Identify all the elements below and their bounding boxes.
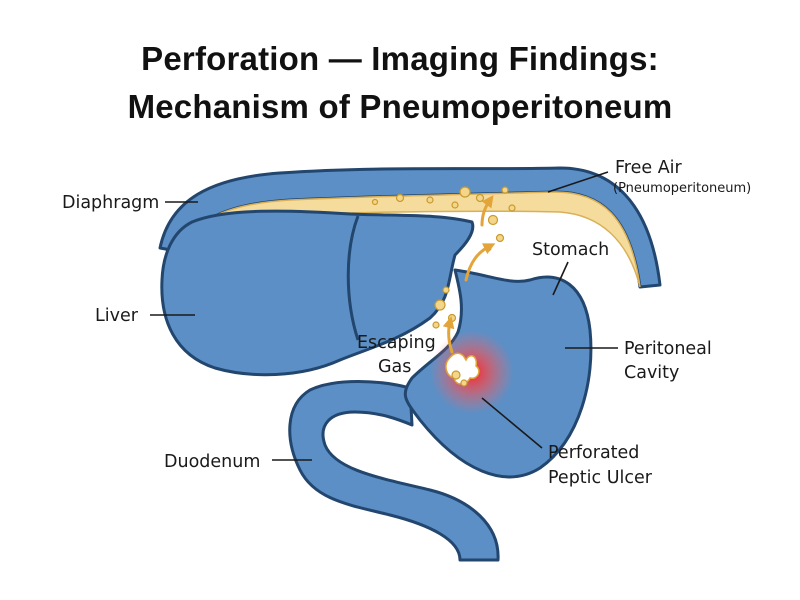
label-free-air-sub: (Pneumoperitoneum) [613, 181, 751, 196]
label-stomach: Stomach [532, 240, 609, 260]
label-escaping-gas-line1: Escaping [357, 333, 436, 353]
label-ulcer-line1: Perforated [548, 443, 639, 463]
title-line-2: Mechanism of Pneumoperitoneum [127, 88, 673, 125]
liver-lobe-line [346, 215, 360, 341]
gas-arrow-middle [464, 243, 496, 282]
free-air-bubbles [371, 186, 509, 209]
title-line-1: Perforation — Imaging Findings: [141, 40, 659, 77]
liver-shape [160, 209, 475, 377]
label-peritoneal-line1: Peritoneal [624, 339, 712, 359]
free-air-leader [547, 171, 609, 193]
label-peritoneal-line2: Cavity [624, 363, 679, 383]
gas-arrow-upper [480, 195, 494, 227]
label-free-air: Free Air [615, 158, 683, 178]
gas-arrow-lower [442, 316, 455, 354]
stomach-leader [552, 261, 569, 296]
label-duodenum: Duodenum [164, 452, 260, 472]
duodenum-shape [288, 380, 500, 562]
label-ulcer-line2: Peptic Ulcer [548, 468, 653, 488]
ulcer-leader [481, 397, 543, 449]
label-escaping-gas-line2: Gas [378, 357, 411, 377]
label-diaphragm: Diaphragm [62, 193, 159, 213]
label-liver: Liver [95, 306, 139, 326]
